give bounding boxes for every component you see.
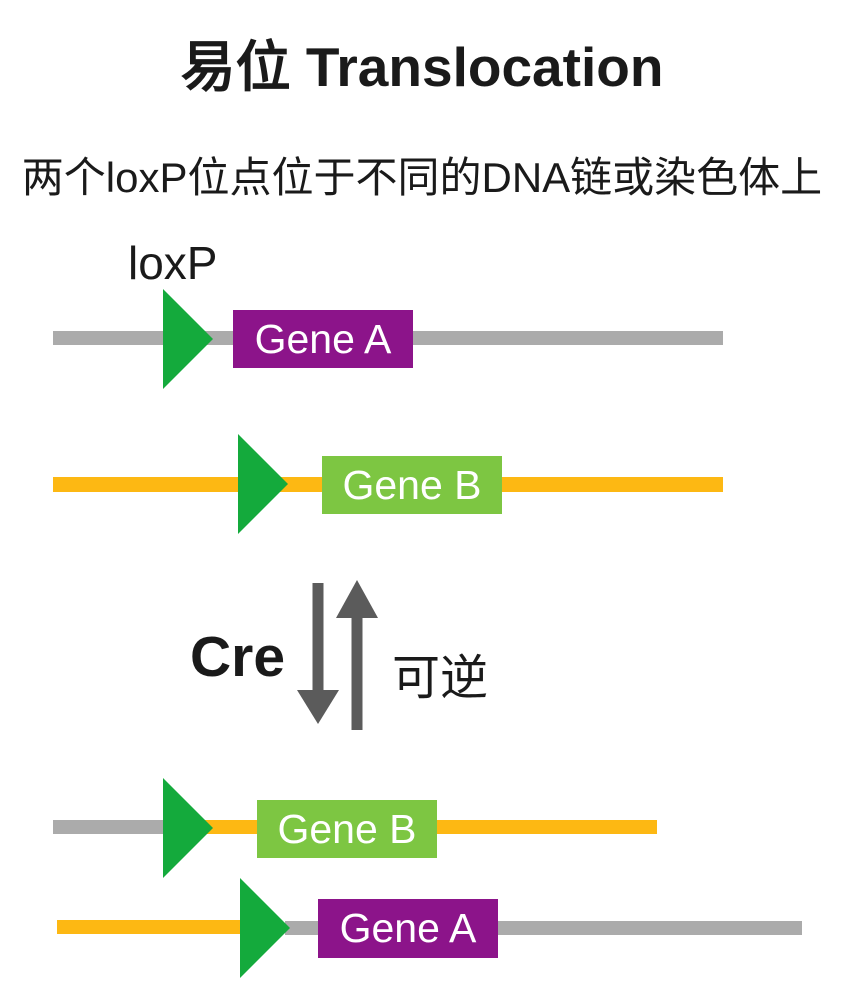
gene-b-product-box: Gene B [257, 800, 437, 858]
loxp-arrow-icon [240, 878, 290, 978]
loxp-label: loxP [128, 237, 218, 289]
subtitle: 两个loxP位点位于不同的DNA链或染色体上 [21, 154, 823, 201]
gene-b-box: Gene B [322, 456, 502, 514]
gene-a-box: Gene A [233, 310, 413, 368]
gene-a-label: Gene A [339, 905, 477, 951]
loxp-arrow-icon [238, 434, 288, 534]
gene-b-label: Gene B [342, 461, 482, 508]
cre-label: Cre [190, 625, 286, 689]
reversible-arrows-icon [297, 580, 378, 730]
gene-a-product-box: Gene A [318, 899, 498, 958]
down-arrow-icon [297, 583, 339, 724]
product-2-yellow-line [57, 920, 244, 934]
reversible-label: 可逆 [392, 652, 489, 705]
gene-a-label: Gene A [254, 315, 392, 362]
loxp-arrow-icon [163, 778, 213, 878]
up-arrow-icon [336, 580, 378, 730]
product-1-gray-line [53, 820, 170, 834]
loxp-arrow-icon [163, 289, 213, 389]
gene-b-label: Gene B [277, 805, 417, 852]
page-title: 易位 Translocation [180, 36, 664, 98]
